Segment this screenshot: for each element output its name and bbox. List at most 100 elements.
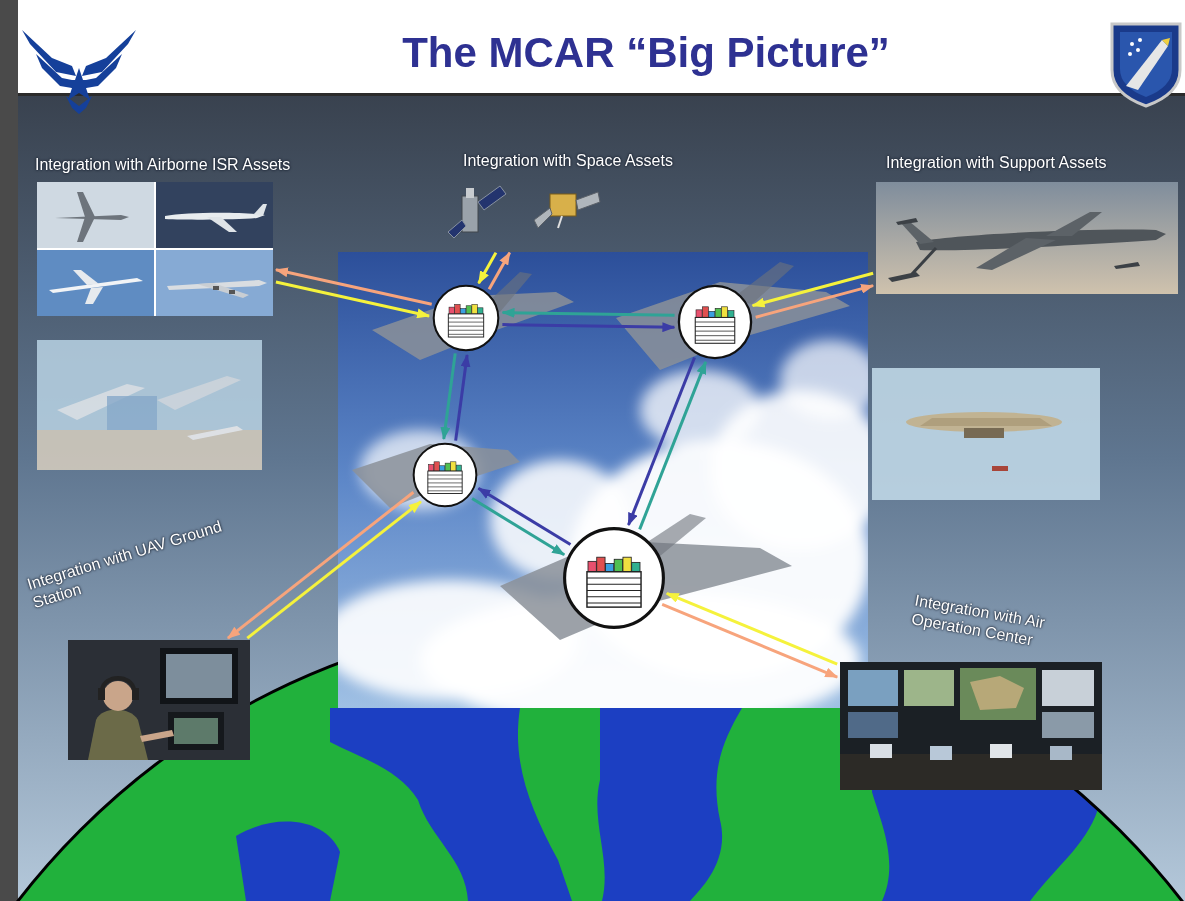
cargo-picture bbox=[992, 466, 1008, 471]
data-link-arrow bbox=[479, 253, 496, 284]
tanker-photo bbox=[876, 182, 1178, 294]
panel-heading: Integration with Space Assets bbox=[463, 151, 673, 170]
knowledge-stack-icon bbox=[451, 462, 456, 471]
cargo-picture bbox=[872, 368, 1100, 500]
agent-circle-outline bbox=[565, 529, 664, 628]
ground-station-photo bbox=[140, 730, 174, 742]
isr-photo bbox=[77, 192, 95, 242]
uav-silhouette bbox=[352, 444, 520, 508]
knowledge-stack-icon bbox=[702, 307, 708, 318]
operation-center-photo bbox=[960, 668, 1036, 720]
knowledge-stack-icon bbox=[587, 602, 641, 603]
knowledge-stack-icon bbox=[460, 308, 465, 313]
agent-circle-outline bbox=[677, 284, 753, 360]
knowledge-stack-icon bbox=[428, 462, 462, 494]
afrl-shield bbox=[1112, 24, 1180, 106]
asset-panel: Integration with Space Assets bbox=[448, 180, 600, 250]
tanker-photo bbox=[876, 182, 1178, 294]
ground-station-photo bbox=[98, 688, 105, 700]
sky-photo bbox=[780, 340, 868, 420]
heading-holder: Integration with UAV Ground Station bbox=[25, 511, 247, 612]
knowledge-stack-icon bbox=[428, 486, 462, 487]
isr-photo bbox=[197, 283, 249, 298]
data-link-arrow bbox=[667, 593, 837, 664]
afrl-shield bbox=[1112, 24, 1180, 106]
knowledge-stack-icon bbox=[448, 304, 483, 337]
agent-circle-outline bbox=[562, 526, 666, 630]
knowledge-stack-icon bbox=[587, 557, 641, 607]
slide-frame bbox=[18, 0, 1185, 93]
data-link-arrow bbox=[489, 253, 510, 290]
sky-photo bbox=[338, 340, 868, 708]
operation-center-photo bbox=[840, 662, 1102, 790]
knowledge-stack-icon bbox=[623, 557, 631, 572]
knowledge-stack-icon bbox=[696, 310, 702, 318]
tanker-photo bbox=[912, 248, 936, 274]
knowledge-stack-icon bbox=[605, 563, 613, 571]
data-link-arrow bbox=[456, 355, 467, 441]
data-link-arrow bbox=[662, 604, 837, 677]
agent-circle bbox=[677, 284, 753, 360]
slide-title: The MCAR “Big Picture” bbox=[146, 30, 1146, 76]
globe bbox=[597, 708, 742, 901]
satellite-picture bbox=[448, 220, 466, 238]
data-link-arrow bbox=[478, 488, 570, 544]
operation-center-photo bbox=[970, 676, 1024, 710]
operation-center-photo bbox=[930, 746, 952, 760]
data-link-arrow bbox=[640, 362, 706, 529]
ground-station-photo bbox=[132, 688, 139, 700]
knowledge-stack-icon bbox=[448, 326, 483, 327]
panel-heading: Integration with Airborne ISR Assets bbox=[35, 155, 290, 174]
sky-photo bbox=[640, 370, 760, 450]
data-link-arrow bbox=[472, 499, 564, 555]
satellite-picture bbox=[478, 186, 506, 210]
cargo-picture bbox=[872, 368, 1100, 500]
knowledge-stack-icon bbox=[728, 311, 734, 318]
knowledge-stack-icon bbox=[587, 596, 641, 597]
ground-station-photo bbox=[88, 710, 148, 761]
data-link-arrow bbox=[503, 313, 675, 316]
knowledge-stack-icon bbox=[448, 322, 483, 323]
heading-holder: Integration with Space Assets bbox=[463, 151, 673, 170]
asset-panel: Integration with Air Operation Center bbox=[840, 662, 1102, 790]
data-link-arrow bbox=[276, 270, 432, 305]
usaf-logo bbox=[22, 30, 136, 114]
isr-photo bbox=[213, 286, 219, 290]
isr-photo bbox=[207, 217, 237, 232]
agent-circle bbox=[412, 442, 478, 508]
satellite-picture bbox=[448, 186, 600, 238]
manned-unmanned-picture bbox=[107, 396, 157, 430]
afrl-shield bbox=[1128, 52, 1132, 56]
uav-silhouette bbox=[616, 282, 850, 370]
tanker-photo bbox=[888, 272, 920, 282]
knowledge-stack-icon bbox=[695, 340, 735, 341]
knowledge-stack-icon bbox=[448, 330, 483, 331]
manned-unmanned-picture bbox=[37, 340, 262, 470]
knowledge-stack-icon bbox=[428, 482, 462, 483]
sky-photo bbox=[338, 262, 868, 708]
manned-unmanned-picture bbox=[157, 376, 241, 410]
isr-photo bbox=[37, 249, 155, 316]
afrl-shield bbox=[1136, 48, 1140, 52]
manned-unmanned-picture bbox=[187, 426, 243, 440]
satellite-picture bbox=[576, 192, 600, 210]
afrl-shield bbox=[1130, 42, 1134, 46]
isr-photo bbox=[85, 287, 103, 304]
knowledge-stack-icon bbox=[715, 308, 721, 317]
operation-center-photo bbox=[840, 662, 1102, 790]
operation-center-photo bbox=[904, 670, 954, 706]
knowledge-stack-icon bbox=[722, 307, 728, 318]
connector-group bbox=[228, 253, 873, 677]
ground-station-photo bbox=[68, 640, 250, 760]
asset-panel: Integration with UAV Ground Station bbox=[68, 640, 250, 760]
isr-photo bbox=[253, 204, 267, 216]
afrl-shield bbox=[1126, 40, 1168, 90]
knowledge-stack-icon bbox=[428, 478, 462, 479]
isr-photo bbox=[37, 182, 273, 316]
panel-heading: Integration with Air Operation Center bbox=[910, 591, 1089, 659]
cargo-picture bbox=[964, 428, 1004, 438]
manned-unmanned-picture bbox=[37, 340, 262, 470]
agent-circle-outline bbox=[434, 286, 499, 351]
knowledge-stack-icon bbox=[429, 464, 434, 471]
